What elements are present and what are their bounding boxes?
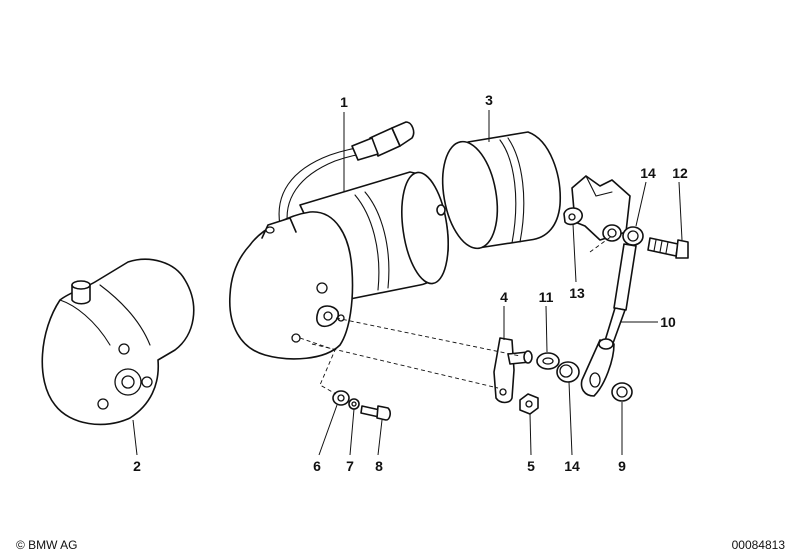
callout-3: 3 xyxy=(485,92,493,108)
callout-5: 5 xyxy=(527,458,535,474)
callout-13: 13 xyxy=(569,285,585,301)
callout-14-lower: 14 xyxy=(564,458,580,474)
callout-8: 8 xyxy=(375,458,383,474)
bushing-14-part xyxy=(556,361,580,383)
screw-8-part xyxy=(360,405,391,421)
callout-7: 7 xyxy=(346,458,354,474)
clip-9-part xyxy=(611,382,633,402)
lever-4-part xyxy=(493,337,533,404)
callout-11: 11 xyxy=(539,289,554,305)
callout-6: 6 xyxy=(313,458,321,474)
copyright-notice: © BMW AG xyxy=(16,538,78,552)
callout-10: 10 xyxy=(660,314,676,330)
callout-2: 2 xyxy=(133,458,141,474)
mounting-bracket-part xyxy=(563,175,644,246)
motor-assembly-part xyxy=(229,121,449,360)
drawing-number: 00084813 xyxy=(731,538,785,552)
nut-5-part xyxy=(519,393,539,415)
washer-11-part xyxy=(536,352,560,370)
callout-12: 12 xyxy=(672,165,688,181)
callout-14-upper: 14 xyxy=(640,165,656,181)
linkage-rod-part xyxy=(580,243,637,397)
callout-1: 1 xyxy=(340,94,348,110)
washer-6-part xyxy=(332,390,350,406)
assembly-lines xyxy=(299,235,613,395)
gear-housing-part xyxy=(41,258,195,426)
cover-cap-part xyxy=(441,131,561,250)
washer-7-part xyxy=(348,398,360,410)
callout-4: 4 xyxy=(500,289,508,305)
callout-labels: 1 2 3 4 5 6 7 8 9 10 11 12 13 14 14 xyxy=(133,92,688,474)
leader-lines xyxy=(132,110,683,456)
callout-9: 9 xyxy=(618,458,626,474)
bolt-12-part xyxy=(647,237,689,259)
